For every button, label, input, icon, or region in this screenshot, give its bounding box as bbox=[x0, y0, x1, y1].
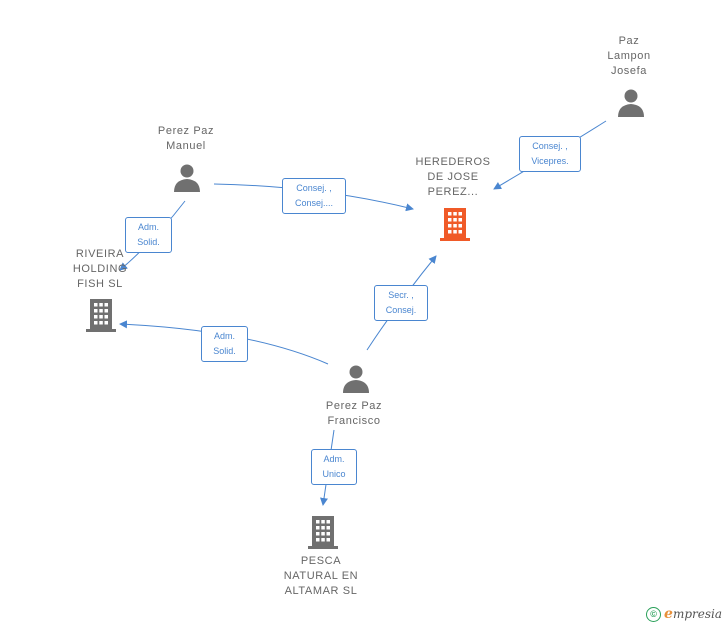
node-label-riveira: RIVEIRA HOLDING FISH SL bbox=[72, 248, 128, 290]
node-label-perez-francisco: Perez Paz Francisco bbox=[325, 400, 383, 427]
person-icon[interactable] bbox=[341, 364, 371, 394]
edge-label-francisco-pesca[interactable]: Adm. Unico bbox=[311, 449, 357, 485]
edge-label-manuel-riveira[interactable]: Adm. Solid. bbox=[125, 217, 172, 253]
node-label-herederos: HEREDEROS DE JOSE PEREZ... bbox=[415, 156, 491, 198]
edge-label-francisco-herederos[interactable]: Secr. , Consej. bbox=[374, 285, 428, 321]
edge-label-lampon-herederos[interactable]: Consej. , Vicepres. bbox=[519, 136, 581, 172]
building-icon[interactable] bbox=[307, 515, 339, 549]
node-label-pesca: PESCA NATURAL EN ALTAMAR SL bbox=[283, 555, 359, 597]
node-label-paz-lampon: Paz Lampon Josefa bbox=[607, 35, 651, 77]
brand-logo: empresia bbox=[664, 606, 722, 622]
building-icon[interactable] bbox=[85, 298, 117, 332]
building-icon[interactable] bbox=[439, 207, 471, 241]
edge-label-francisco-riveira[interactable]: Adm. Solid. bbox=[201, 326, 248, 362]
copyright-icon: © bbox=[646, 606, 662, 622]
footer-brand: © empresia bbox=[646, 606, 722, 622]
person-icon[interactable] bbox=[616, 88, 646, 118]
person-icon[interactable] bbox=[172, 163, 202, 193]
edge-label-manuel-herederos[interactable]: Consej. , Consej.... bbox=[282, 178, 346, 214]
node-label-perez-manuel: Perez Paz Manuel bbox=[157, 125, 215, 152]
